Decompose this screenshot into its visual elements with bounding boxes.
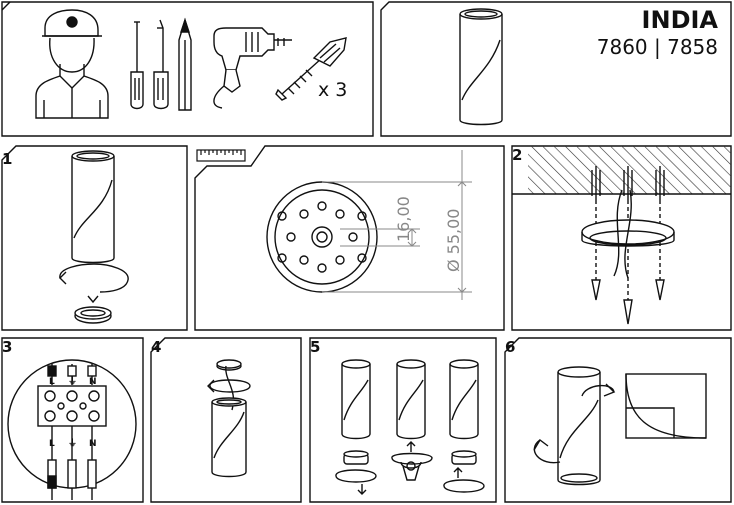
- terminal-label-earth-top: ⏚: [68, 376, 77, 387]
- step-6-final-assembly: [533, 366, 707, 486]
- mounting-plate-diagram: [266, 181, 378, 293]
- height-dimension: 16,00: [394, 196, 413, 242]
- ruler-icon: [196, 149, 246, 162]
- step-2-number: 2: [512, 146, 522, 164]
- step-6-number: 6: [505, 338, 515, 356]
- diameter-dimension: Ø 55,00: [444, 209, 463, 272]
- installer-icon: [35, 9, 109, 119]
- drill-icon: [213, 27, 292, 109]
- pencil-icon: [178, 17, 192, 111]
- terminal-block-diagram: [7, 359, 137, 500]
- dimension-lines: [322, 150, 472, 300]
- ceiling-hatch: [528, 146, 731, 194]
- step-1-tube: [59, 150, 129, 324]
- terminal-label-l-bottom: L: [49, 439, 55, 449]
- step-4-number: 4: [151, 338, 161, 356]
- screw-plug-icon: [275, 37, 347, 101]
- product-name: INDIA: [642, 6, 719, 34]
- screwdriver-icon: [130, 19, 169, 110]
- step-3-number: 3: [2, 338, 12, 356]
- step-5-number: 5: [310, 338, 320, 356]
- terminal-label-n-bottom: N: [89, 439, 97, 449]
- quantity-label: x 3: [318, 79, 347, 101]
- terminal-label-earth-bottom: ⏚: [68, 438, 77, 449]
- product-tube-icon: [459, 8, 503, 126]
- ceiling-mount-diagram: [581, 166, 675, 325]
- step-4-assembly: [207, 359, 251, 478]
- terminal-label-n-top: N: [89, 377, 97, 387]
- step-1-number: 1: [2, 150, 12, 168]
- product-codes: 7860 | 7858: [597, 35, 718, 59]
- terminal-label-l-top: L: [49, 377, 55, 387]
- step-5-tubes: [335, 359, 485, 495]
